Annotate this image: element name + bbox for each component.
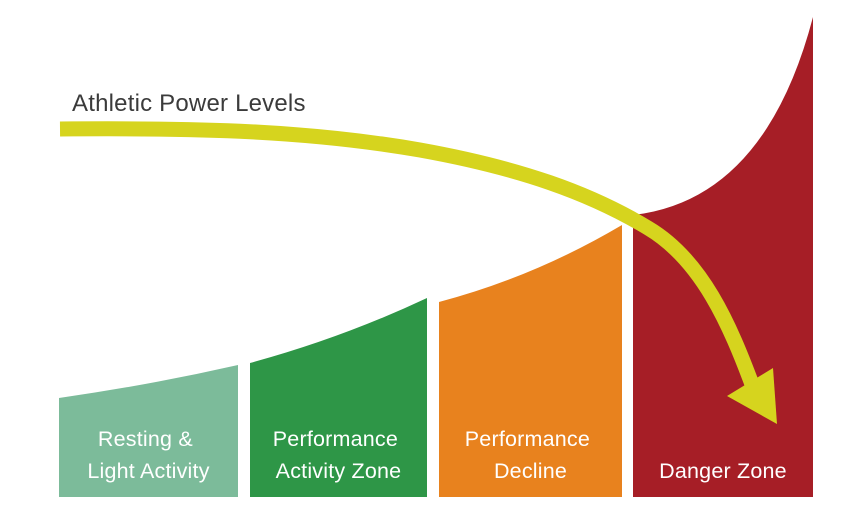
zone-label-performance-activity: Performance Activity Zone [273,427,404,483]
power-curve-line [59,121,761,390]
zone-label-line: Activity Zone [276,459,402,483]
zone-performance-decline-shape [439,225,622,497]
zone-label-line: Light Activity [87,459,209,483]
chart-title: Athletic Power Levels [72,90,306,117]
zone-label-line: Performance [273,427,398,451]
zone-label-line: Danger Zone [659,459,787,483]
zone-label-line: Performance [465,427,590,451]
zone-label-line: Resting & [98,427,193,451]
zone-label-danger-zone: Danger Zone [659,459,787,483]
zone-danger-shape [633,17,813,497]
zone-label-line: Decline [494,459,567,483]
power-curve-arrowhead-icon [727,368,777,424]
zone-performance-activity-shape [250,298,427,497]
zone-resting-light-activity-shape [59,365,238,497]
zone-label-performance-decline: Performance Decline [465,427,596,483]
zone-label-resting-light-activity: Resting & Light Activity [87,427,209,483]
